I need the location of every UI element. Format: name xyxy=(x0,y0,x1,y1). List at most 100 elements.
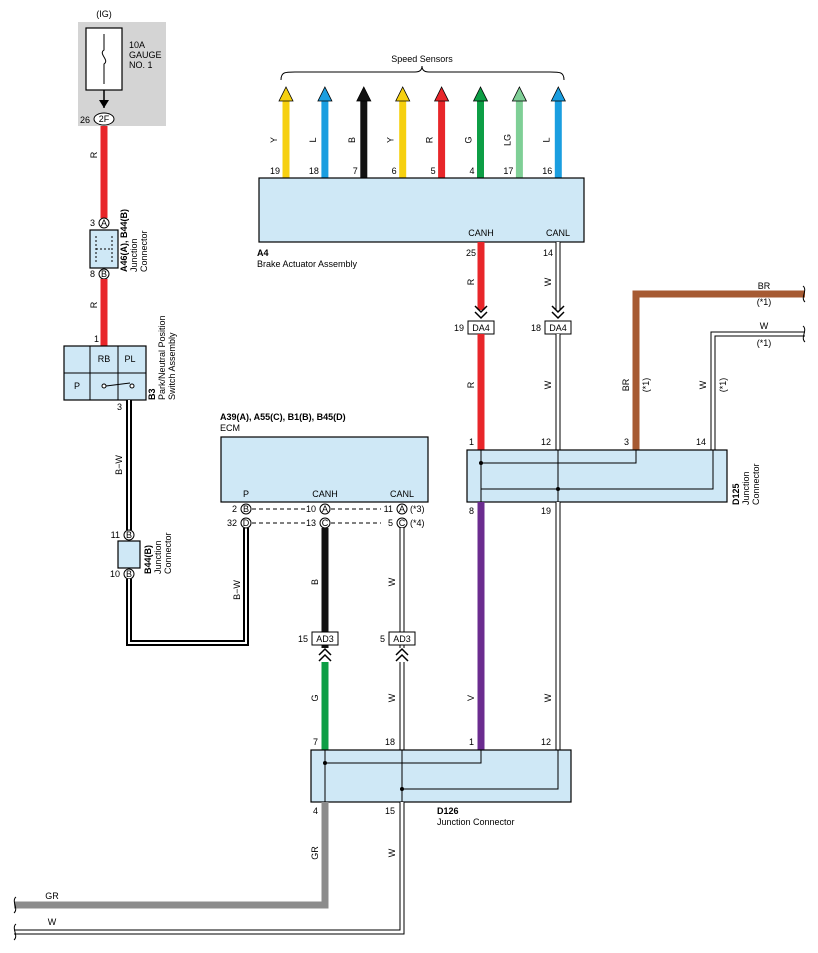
b44-pin-top-letter: B xyxy=(126,530,132,540)
speed-sensors-title: Speed Sensors xyxy=(391,54,453,64)
b44-pin-11: 11 xyxy=(111,530,120,540)
ecm-p-label: P xyxy=(243,489,249,499)
sensor-wire-color-label: Y xyxy=(269,137,279,143)
ecm-note-3: (*3) xyxy=(410,504,425,514)
a4-canl-label: CANL xyxy=(546,228,570,238)
wire-gr-bottom xyxy=(14,802,329,909)
wire-label-r-1: R xyxy=(89,151,99,158)
wire-note-br-side: (*1) xyxy=(641,378,651,393)
fuse-connector-oval xyxy=(93,112,115,126)
sensor-pin-number: 18 xyxy=(309,166,319,176)
junction-connector-d125: 1 12 3 14 8 19 D125 Junction Connector xyxy=(466,437,761,516)
ad3-canl-pin: 5 xyxy=(380,634,385,644)
ad3-canl-chevron-icon xyxy=(395,647,409,662)
wire-label-r-2: R xyxy=(89,301,99,308)
b3-p-label: P xyxy=(74,381,80,391)
d126-body xyxy=(310,749,572,803)
ecm-id: A39(A), A55(C), B1(B), B45(D) xyxy=(220,412,346,422)
brake-actuator-a4: Speed Sensors Y19FL+L18FL−B7FR+Y6FR−R5RL… xyxy=(257,54,585,269)
wire-label-b: B xyxy=(310,579,320,585)
ig-label: (IG) xyxy=(96,9,112,19)
wire-w-right xyxy=(710,331,805,450)
sensor-wire-color-label: LG xyxy=(502,134,512,146)
ecm-canl-pin-1-letter: A xyxy=(399,504,405,514)
ecm-p-pin-2-letter: D xyxy=(243,518,250,528)
wire-label-r-a4: R xyxy=(466,278,476,285)
ad3-canl-label: AD3 xyxy=(393,634,411,644)
ad3-canh-pin: 15 xyxy=(298,634,308,644)
a4-canh-pin: 25 xyxy=(466,248,476,258)
b3-pl-label: PL xyxy=(124,354,135,364)
d125-pin-19: 19 xyxy=(541,506,551,516)
park-neutral-switch-b3: RB PL P B3 Park/Neutral Position Switch … xyxy=(63,315,177,412)
a4-canh-label: CANH xyxy=(468,228,494,238)
wire-label-g: G xyxy=(310,694,320,701)
sensor-wire-color-label: L xyxy=(541,137,551,142)
junction-connector-b44: B 11 B 10 B44(B) Junction Connector xyxy=(110,529,173,580)
b3-id: B3 xyxy=(147,388,157,400)
wire-note-w-right-side: (*1) xyxy=(718,378,728,393)
d125-pin-14: 14 xyxy=(696,437,706,447)
d126-pin-7: 7 xyxy=(313,737,318,747)
sensor-pin-number: 4 xyxy=(469,166,474,176)
ecm-p-pin-1-letter: B xyxy=(243,504,249,514)
a4-canl-pin: 14 xyxy=(543,248,553,258)
fuse-element-icon xyxy=(101,34,107,84)
ad3-canl-box xyxy=(388,631,416,646)
b44-id: B44(B) xyxy=(143,545,153,574)
ecm-canl-pin-2-letter: C xyxy=(399,518,406,528)
ad3-canh-box xyxy=(311,631,339,646)
b44-pin-10: 10 xyxy=(110,569,120,579)
connector-da4-canl: 18 DA4 xyxy=(531,320,572,335)
sensor-arrow-icon xyxy=(433,86,450,102)
junction-pin-a-letter: A xyxy=(101,218,107,228)
speed-sensors-brace xyxy=(280,65,565,81)
wire-label-w-bottom: W xyxy=(48,917,57,927)
b44-pin-bottom-letter: B xyxy=(126,569,132,579)
b3-pin-3: 3 xyxy=(117,402,122,412)
w-bottom-break-icon xyxy=(13,923,17,941)
d125-id: D125 xyxy=(731,483,741,505)
b3-name-1: Park/Neutral Position xyxy=(157,315,167,400)
wire-label-w-da4: W xyxy=(543,380,553,389)
sensor-arrow-icon xyxy=(317,86,333,102)
da4-canl-label: DA4 xyxy=(549,323,567,333)
d126-id: D126 xyxy=(437,806,459,816)
sensor-wire-color-label: Y xyxy=(386,137,396,143)
wire-label-br-side: BR xyxy=(621,378,631,391)
wire-label-gr-bottom: GR xyxy=(45,891,59,901)
b3-name-2: Switch Assembly xyxy=(167,332,177,400)
ecm-canh-pin-1-number: 10 xyxy=(306,504,316,514)
wire-label-bw-1: B−W xyxy=(114,455,124,475)
wire-w-bottom xyxy=(14,802,405,935)
fuse-name-2: NO. 1 xyxy=(129,60,153,70)
sensor-wire-color-label: R xyxy=(425,136,435,143)
wire-label-v: V xyxy=(466,695,476,701)
junction-pin-a-number: 3 xyxy=(90,218,95,228)
junction-name-1: Junction xyxy=(129,238,139,272)
ecm-name: ECM xyxy=(220,423,240,433)
gr-break-icon xyxy=(13,896,17,914)
ecm-block: A39(A), A55(C), B1(B), B45(D) ECM P CANH… xyxy=(220,412,429,529)
connector-ad3-canh: 15 AD3 xyxy=(298,631,339,662)
wire-note-br: (*1) xyxy=(757,297,772,307)
wire-label-w-right-side: W xyxy=(698,380,708,389)
wire-label-bw-2: B−W xyxy=(232,580,242,600)
sensor-arrow-icon xyxy=(395,86,411,102)
br-break-icon xyxy=(802,285,806,303)
ecm-canh-pin-2-letter: C xyxy=(322,518,329,528)
sensor-pin-number: 19 xyxy=(270,166,280,176)
ecm-canh-label: CANH xyxy=(312,489,338,499)
junction-connector-d126: 7 18 1 12 4 15 D126 Junction Connector xyxy=(310,737,572,827)
sensor-wire-color-label: G xyxy=(464,136,474,143)
junction-pin-b-letter: B xyxy=(101,269,107,279)
d126-pin-12: 12 xyxy=(541,737,551,747)
sensor-arrow-icon xyxy=(511,86,528,102)
d126-pin-1: 1 xyxy=(469,737,474,747)
da4-canh-chevron-icon xyxy=(474,305,488,320)
wire-note-w-right: (*1) xyxy=(757,338,772,348)
sensor-arrow-icon xyxy=(472,86,489,102)
sensor-wire-color-label: B xyxy=(347,137,357,143)
b44-body xyxy=(117,540,141,569)
